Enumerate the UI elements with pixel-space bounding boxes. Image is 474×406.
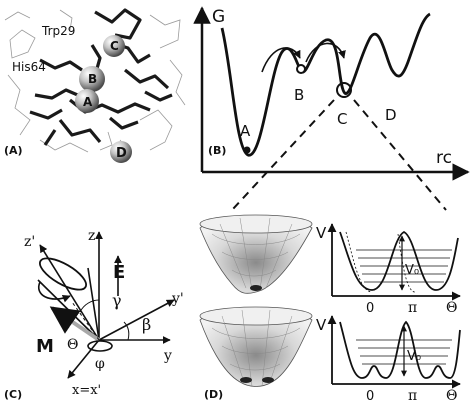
well-marker-c xyxy=(336,82,352,98)
beta-arc xyxy=(123,321,130,341)
projection-dash xyxy=(71,301,100,341)
y-prime-axis xyxy=(98,299,175,341)
energy-surface-top xyxy=(199,214,313,294)
energy-surface-bottom xyxy=(199,306,313,387)
potential-plot-top: V V₀ 0 π Θ xyxy=(316,223,461,316)
cone-rotation-arrow xyxy=(37,281,71,303)
well-label-c: C xyxy=(337,110,347,128)
moment-vector xyxy=(49,306,101,342)
x-axis-label: rc xyxy=(436,148,452,168)
precession-cone xyxy=(37,267,100,341)
potential-bottom-tick-0: 0 xyxy=(366,389,374,404)
potential-bottom-x-label: Θ xyxy=(446,388,457,404)
panel-b: G rc A B C D (B) xyxy=(193,6,470,211)
site-sphere-d xyxy=(110,141,132,163)
angle-beta: β xyxy=(142,315,151,334)
potential-curve-bottom xyxy=(339,320,461,379)
vector-label-m: M xyxy=(36,336,54,357)
panel-d: V V₀ 0 π Θ V V₀ 0 π Θ (D) xyxy=(199,214,461,404)
well-label-a: A xyxy=(240,122,251,140)
hop-arrow-left xyxy=(261,47,301,73)
energy-curve xyxy=(220,12,431,157)
angle-phi: φ xyxy=(95,356,105,372)
field-label-e: E xyxy=(113,262,125,283)
potential-bottom-barrier: V₀ xyxy=(407,349,421,364)
residue-label-his64: His64 xyxy=(12,60,46,74)
axis-label-y: y xyxy=(163,348,172,364)
panel-label-c: (C) xyxy=(4,388,22,401)
panel-label-a: (A) xyxy=(4,144,23,157)
gamma-arc xyxy=(79,299,100,313)
potential-top-barrier: V₀ xyxy=(405,263,419,278)
site-sphere-c xyxy=(103,35,125,57)
panel-c: z z' y' y x=x' γ β φ Θ E M (C) xyxy=(4,228,184,401)
phi-ring xyxy=(87,340,113,352)
axis-label-x: x=x' xyxy=(72,383,101,398)
site-label-c: C xyxy=(110,39,119,53)
residue-label-trp29: Trp29 xyxy=(41,24,75,38)
potential-curve-top xyxy=(339,230,459,291)
potential-top-tick-pi: π xyxy=(408,300,417,316)
potential-top-y-label: V xyxy=(316,224,327,242)
well-label-d: D xyxy=(385,106,397,124)
site-sphere-b xyxy=(79,66,105,92)
axis-label-z-prime: z' xyxy=(24,234,35,250)
site-label-b: B xyxy=(88,72,97,86)
well-label-b: B xyxy=(294,86,304,104)
panel-label-b: (B) xyxy=(208,144,226,157)
site-label-d: D xyxy=(116,146,127,161)
potential-top-x-label: Θ xyxy=(446,300,457,316)
z-prime-axis xyxy=(39,244,100,341)
site-label-a: A xyxy=(83,95,93,109)
zoom-line-right xyxy=(353,99,447,211)
panel-label-d: (D) xyxy=(204,388,223,401)
site-sphere-a xyxy=(75,89,99,113)
cone-rim xyxy=(39,257,87,291)
potential-plot-bottom: V V₀ 0 π Θ xyxy=(316,315,461,404)
well-marker-a xyxy=(243,146,251,154)
hop-arrow-right xyxy=(305,42,346,63)
potential-top-tick-0: 0 xyxy=(366,301,374,316)
potential-bottom-y-label: V xyxy=(316,316,327,334)
background-bonds xyxy=(4,9,186,159)
potential-bottom-tick-pi: π xyxy=(408,388,417,404)
axis-label-z: z xyxy=(88,228,95,244)
angle-gamma: γ xyxy=(112,291,122,310)
angle-theta: Θ xyxy=(67,337,78,353)
x-axis-3d xyxy=(67,339,100,379)
panel-a: Trp29 His64 C B A D (A) xyxy=(2,2,188,163)
well-marker-b xyxy=(296,64,306,74)
zoom-line-left xyxy=(231,99,335,211)
y-axis-label: G xyxy=(212,7,225,27)
axis-label-y-prime: y' xyxy=(171,291,184,307)
